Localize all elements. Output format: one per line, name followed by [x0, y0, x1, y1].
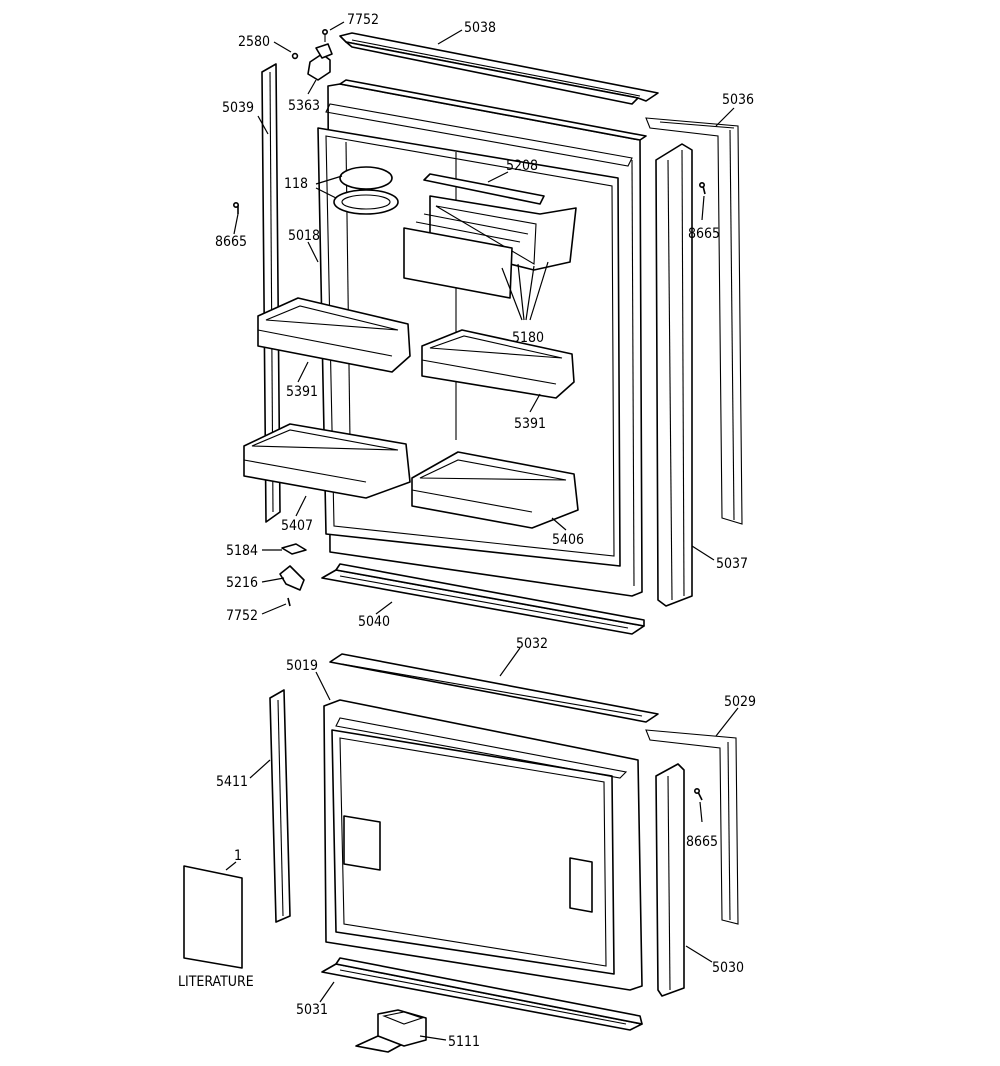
upper-door-gasket-5036	[645, 117, 743, 525]
label-5391-right: 5391	[514, 416, 546, 432]
screw-8665-left	[233, 202, 240, 214]
label-7752-bottom: 7752	[226, 608, 258, 624]
label-8665-left: 8665	[215, 234, 247, 250]
label-5406: 5406	[552, 532, 584, 548]
screw-7752-bottom	[287, 597, 291, 607]
label-5363: 5363	[288, 98, 320, 114]
lower-left-trim-5411	[269, 689, 291, 923]
label-5111: 5111	[448, 1034, 480, 1050]
lower-door-gasket-5029	[645, 729, 739, 925]
part-labels: 2580 7752 5038 5363 5039 5036 118 5208 8…	[178, 12, 756, 1050]
label-118: 118	[284, 176, 308, 192]
label-5018: 5018	[288, 228, 320, 244]
label-literature: LITERATURE	[178, 974, 254, 990]
bottom-hinge-5216	[279, 565, 305, 591]
top-hinge-5363	[291, 28, 333, 81]
label-5029: 5029	[724, 694, 756, 710]
lower-top-cap-5032	[329, 653, 659, 723]
label-5032: 5032	[516, 636, 548, 652]
label-2580: 2580	[238, 34, 270, 50]
literature-booklet-1	[183, 865, 243, 969]
leader-lines	[225, 21, 739, 1041]
hinge-shim-5184	[281, 543, 307, 555]
label-1: 1	[234, 848, 242, 864]
screw-8665-right	[698, 182, 706, 195]
label-7752-top: 7752	[347, 12, 379, 28]
label-5180: 5180	[512, 330, 544, 346]
label-8665-right: 8665	[688, 226, 720, 242]
lower-right-trim-5030	[655, 763, 685, 997]
label-5184: 5184	[226, 543, 258, 559]
dairy-compartment-5208	[403, 173, 577, 299]
label-5036: 5036	[722, 92, 754, 108]
label-5030: 5030	[712, 960, 744, 976]
top-door-cap-5038	[339, 32, 659, 105]
label-5019: 5019	[286, 658, 318, 674]
lower-door-liner-5019	[323, 699, 643, 991]
label-5039: 5039	[222, 100, 254, 116]
label-5216: 5216	[226, 575, 258, 591]
label-8665-lower: 8665	[686, 834, 718, 850]
label-5411: 5411	[216, 774, 248, 790]
label-5038: 5038	[464, 20, 496, 36]
screw-8665-lower	[693, 787, 703, 801]
label-5037: 5037	[716, 556, 748, 572]
door-bin-5406	[411, 451, 579, 529]
label-5040: 5040	[358, 614, 390, 630]
label-5208: 5208	[506, 158, 538, 174]
lower-bottom-cap-5031	[321, 957, 643, 1031]
bottom-door-cap-5040	[321, 563, 645, 635]
door-bin-5407	[243, 423, 411, 499]
right-door-trim-5037	[655, 143, 693, 607]
butter-compartment-covers-118	[333, 166, 399, 215]
label-5031: 5031	[296, 1002, 328, 1018]
label-5391-left: 5391	[286, 384, 318, 400]
bracket-5111	[355, 1009, 427, 1053]
door-shelf-5391-left	[257, 297, 411, 373]
door-shelf-5391-right	[421, 329, 575, 399]
label-5407: 5407	[281, 518, 313, 534]
